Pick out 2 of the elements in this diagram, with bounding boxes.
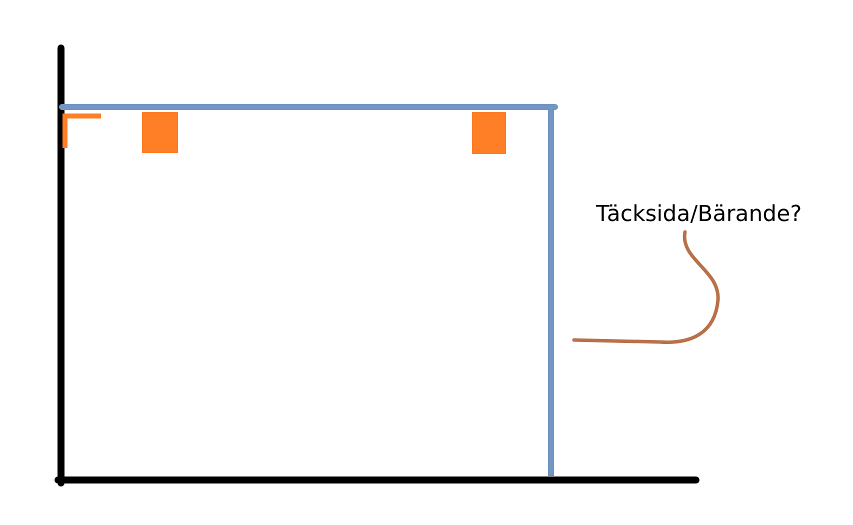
callout-text: Täcksida/Bärande? xyxy=(596,200,802,230)
leader-line xyxy=(572,230,720,344)
